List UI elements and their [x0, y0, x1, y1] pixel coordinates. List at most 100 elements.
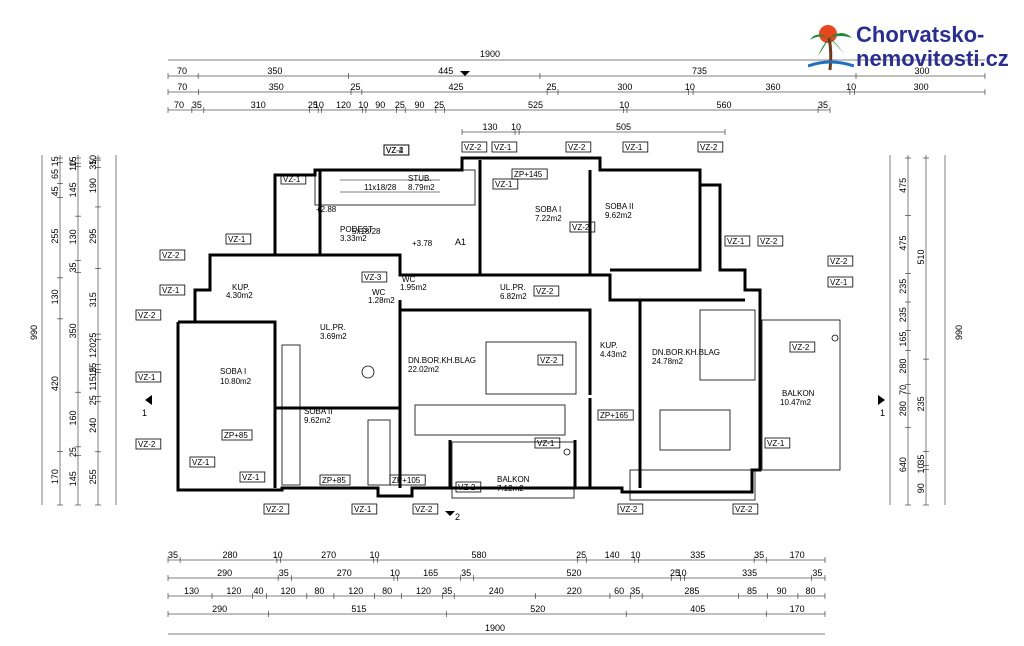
tag-box — [764, 437, 791, 449]
tag-label: VZ-2 — [266, 505, 284, 514]
room-area: 22.02m2 — [408, 365, 440, 374]
dim-value: 270 — [321, 550, 336, 560]
room-name: WC — [402, 275, 416, 284]
room-name: DN.BOR.KH.BLAG — [652, 348, 720, 357]
section-marker-a1: A1 — [455, 237, 466, 247]
dim-value: 420 — [50, 376, 60, 391]
section-marker-2: 2 — [455, 512, 460, 522]
tag-box — [492, 178, 519, 190]
tag-box — [263, 503, 290, 515]
room-area: 7.22m2 — [535, 214, 562, 223]
tag-box — [455, 481, 482, 493]
tag-label: VZ-2 — [760, 237, 778, 246]
dim-value: 220 — [567, 586, 582, 596]
dim-value: 25 — [88, 395, 98, 405]
dim-value: 140 — [605, 550, 620, 560]
tag-box — [789, 341, 816, 353]
room-name: UL.PR. — [320, 323, 346, 332]
dim-value: 290 — [212, 604, 227, 614]
tag-label: ZP+165 — [600, 411, 629, 420]
dim-value: 640 — [898, 457, 908, 472]
room-name: SOBA I — [535, 205, 561, 214]
room-area: 6.82m2 — [500, 292, 527, 301]
palm-icon — [807, 25, 855, 71]
dim-value: 70 — [174, 100, 184, 110]
tag-box — [534, 437, 561, 449]
dim-value: 280 — [898, 359, 908, 374]
dim-value: 120 — [281, 586, 296, 596]
dim-value: 130 — [68, 229, 78, 244]
dim-value: 70 — [177, 66, 187, 76]
room-area: 7.12m2 — [497, 484, 524, 493]
tag-box — [569, 221, 596, 233]
tag-label: VZ-1 — [138, 373, 156, 382]
room-area: 3.33m2 — [340, 234, 367, 243]
dim-value: 10 — [314, 100, 324, 110]
tag-label: VZ-3 — [364, 273, 382, 282]
tag-box — [159, 249, 186, 261]
tag-box — [361, 271, 388, 283]
stair-label: 5x18/28 — [352, 227, 381, 236]
dim-value: 505 — [616, 122, 631, 132]
dim-value: 475 — [898, 178, 908, 193]
dim-value: 280 — [223, 550, 238, 560]
dim-value: 145 — [68, 182, 78, 197]
tag-box — [239, 471, 266, 483]
tag-label: VZ-1 — [228, 235, 246, 244]
dim-value: 130 — [184, 586, 199, 596]
tag-label: VZ-2 — [830, 257, 848, 266]
tag-box — [537, 354, 564, 366]
dim-value: 350 — [267, 66, 282, 76]
tag-box — [319, 474, 351, 486]
tag-box — [412, 503, 439, 515]
dim-value: 10 — [677, 568, 687, 578]
dim-value: 90 — [916, 483, 926, 493]
tag-label: VZ-1 — [727, 237, 745, 246]
tag-box — [757, 235, 784, 247]
dim-value: 290 — [217, 568, 232, 578]
dim-value: 120 — [348, 586, 363, 596]
dim-value: 120 — [416, 586, 431, 596]
level-label: +3.78 — [412, 239, 433, 248]
dim-value: 300 — [915, 66, 930, 76]
room-name: UL.PR. — [500, 283, 526, 292]
room-name: SOBA II — [605, 202, 633, 211]
section-markers: 1 1 2 A1 — [142, 71, 885, 522]
tag-label: VZ-1 — [192, 458, 210, 467]
dim-value: 25 — [395, 100, 405, 110]
tag-label: VZ-1 — [242, 473, 260, 482]
tag-box — [159, 284, 186, 296]
dim-value: 240 — [489, 586, 504, 596]
dim-value: 35 — [916, 455, 926, 465]
tag-box — [697, 141, 724, 153]
dim-value: 425 — [448, 82, 463, 92]
dim-value: 40 — [253, 586, 263, 596]
dim-value: 360 — [765, 82, 780, 92]
dim-value: 25 — [350, 82, 360, 92]
tag-box — [221, 429, 253, 441]
tag-label: VZ-1 — [283, 175, 301, 184]
dim-value: 70 — [177, 82, 187, 92]
dim-value: 25 — [68, 447, 78, 457]
tag-label: VZ-1 — [767, 439, 785, 448]
tag-label: VZ-2 — [386, 146, 404, 155]
dim-value: 10 — [358, 100, 368, 110]
dim-value: 25 — [88, 363, 98, 373]
section-marker-1: 1 — [142, 408, 147, 418]
room-name: STUB. — [408, 174, 432, 183]
tag-label: VZ-1 — [494, 143, 512, 152]
room-name: BALKON — [497, 475, 530, 484]
dim-value: 10 — [631, 550, 641, 560]
dim-value: 235 — [898, 307, 908, 322]
room-name: KUP. — [232, 283, 250, 292]
dim-value: 525 — [528, 100, 543, 110]
tag-label: VZ-2 — [735, 505, 753, 514]
room-area: 4.43m2 — [600, 350, 627, 359]
dim-value: 25 — [547, 82, 557, 92]
tag-label: VZ-2 — [415, 505, 433, 514]
dim-value: 130 — [50, 289, 60, 304]
level-label: +2.88 — [316, 205, 337, 214]
dim-value: 295 — [88, 229, 98, 244]
logo: Chorvatsko- nemovitosti.cz — [807, 20, 1014, 74]
